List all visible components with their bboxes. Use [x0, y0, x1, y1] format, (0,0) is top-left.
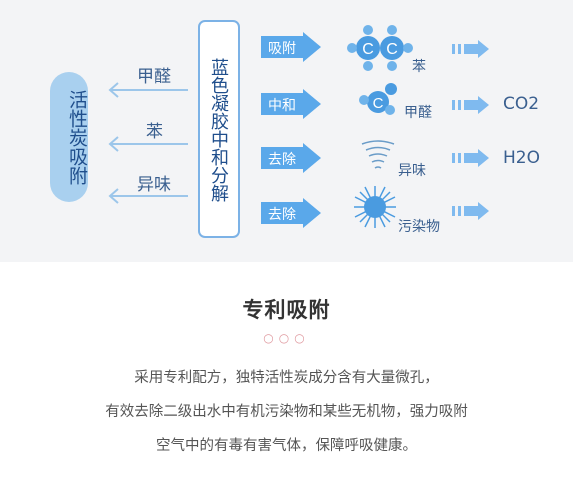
molecule-label-pollutant: 污染物	[398, 219, 440, 235]
gel-box: 蓝色凝胶中和分解	[198, 20, 240, 238]
benzene-molecule-icon: C C	[347, 25, 413, 71]
output-arrow-2	[452, 96, 489, 114]
description-line-3: 空气中的有毒有害气体，保障呼吸健康。	[156, 438, 417, 454]
output-arrow-3	[452, 149, 489, 167]
pollutant-icon	[354, 186, 396, 228]
left-label-formaldehyde: 甲醛	[137, 67, 171, 87]
product-co2: CO2	[503, 94, 540, 114]
atom-c-2: C	[386, 41, 398, 58]
atom-c-1: C	[362, 41, 374, 58]
formaldehyde-molecule-icon: C	[359, 83, 397, 115]
section-title: 专利吸附	[242, 298, 331, 322]
output-arrow-1	[452, 40, 489, 58]
product-h2o: H2O	[503, 148, 540, 168]
action-arrow-4	[261, 198, 321, 228]
left-label-odor: 异味	[137, 175, 171, 195]
activated-carbon-pill: 活性炭吸附	[50, 72, 88, 202]
action-label-neutralize: 中和	[268, 98, 296, 114]
atom-c-3: C	[373, 95, 384, 112]
action-label-remove-2: 去除	[268, 207, 296, 223]
molecule-label-benzene: 苯	[412, 59, 426, 75]
action-arrow-3	[261, 143, 321, 173]
left-arrowhead-1	[108, 82, 119, 98]
molecule-label-formaldehyde: 甲醛	[404, 105, 432, 121]
action-arrow-2	[261, 89, 321, 119]
description-line-1: 采用专利配方，独特活性炭成分含有大量微孔，	[134, 370, 439, 386]
left-arrowhead-3	[108, 188, 119, 204]
left-label-benzene: 苯	[146, 122, 163, 142]
left-arrows	[108, 82, 188, 204]
action-label-remove-1: 去除	[268, 152, 296, 168]
pill-label: 活性炭吸附	[66, 89, 88, 185]
title-dots: ○○○	[263, 331, 310, 345]
gel-box-label: 蓝色凝胶中和分解	[208, 58, 229, 202]
odor-swirl-icon	[361, 140, 395, 169]
action-arrow-1	[261, 32, 321, 62]
action-label-adsorb: 吸附	[268, 41, 296, 57]
molecule-label-odor: 异味	[398, 163, 426, 179]
diagram-panel: 活性炭吸附 甲醛 苯 异味 蓝色凝胶中和分解 吸附 中和 去除 去除	[0, 0, 573, 262]
left-arrowhead-2	[108, 136, 119, 152]
description-line-2: 有效去除二级出水中有机污染物和某些无机物，强力吸附	[105, 404, 468, 420]
output-arrow-4	[452, 202, 489, 220]
